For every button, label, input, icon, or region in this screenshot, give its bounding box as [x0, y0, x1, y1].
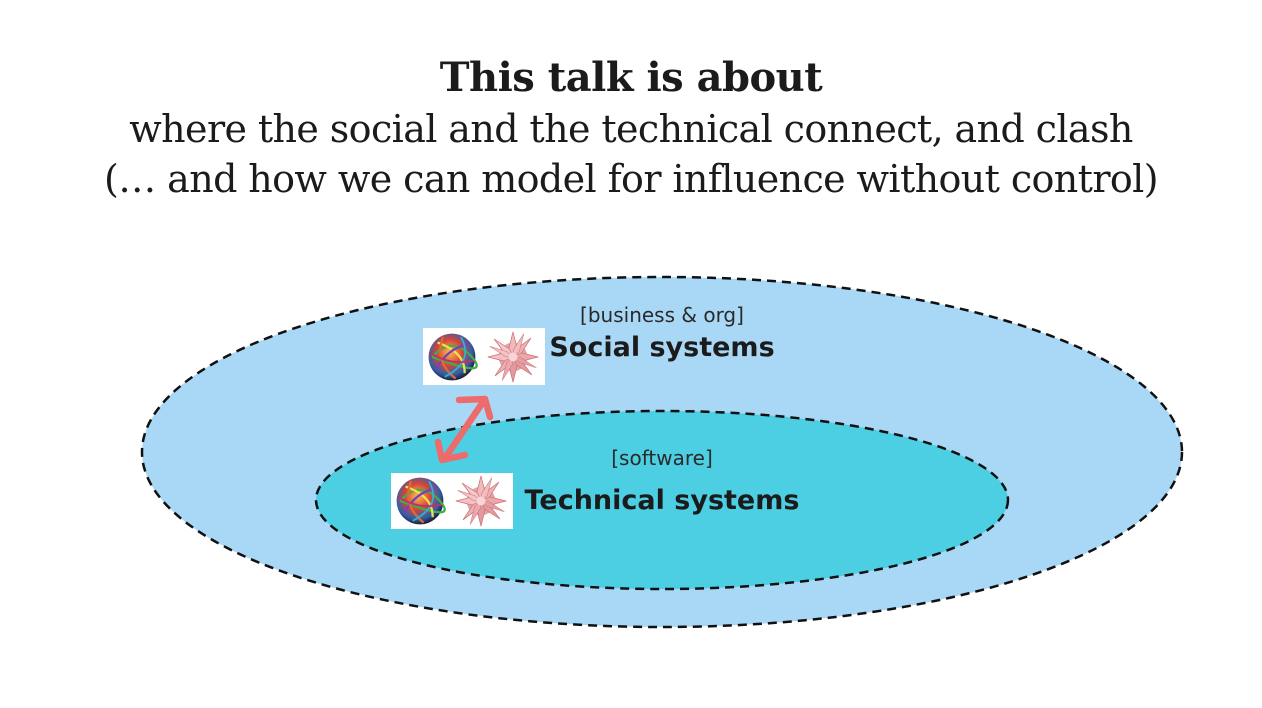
social-icons	[423, 328, 545, 385]
title-block: This talk is about where the social and …	[0, 52, 1262, 204]
slide-subtitle-line-2: (… and how we can model for influence wi…	[104, 157, 1159, 201]
technical-icons	[391, 473, 513, 529]
technical-systems-label: Technical systems	[525, 485, 800, 516]
social-systems-label: Social systems	[549, 332, 774, 363]
technical-systems-tag: [software]	[611, 446, 713, 470]
slide-heading: This talk is about	[439, 54, 823, 101]
technical-systems-region	[314, 409, 1010, 591]
bidirectional-arrow-icon	[434, 395, 494, 464]
social-systems-tag: [business & org]	[580, 303, 744, 327]
slide-subtitle-line-1: where the social and the technical conne…	[129, 107, 1133, 151]
